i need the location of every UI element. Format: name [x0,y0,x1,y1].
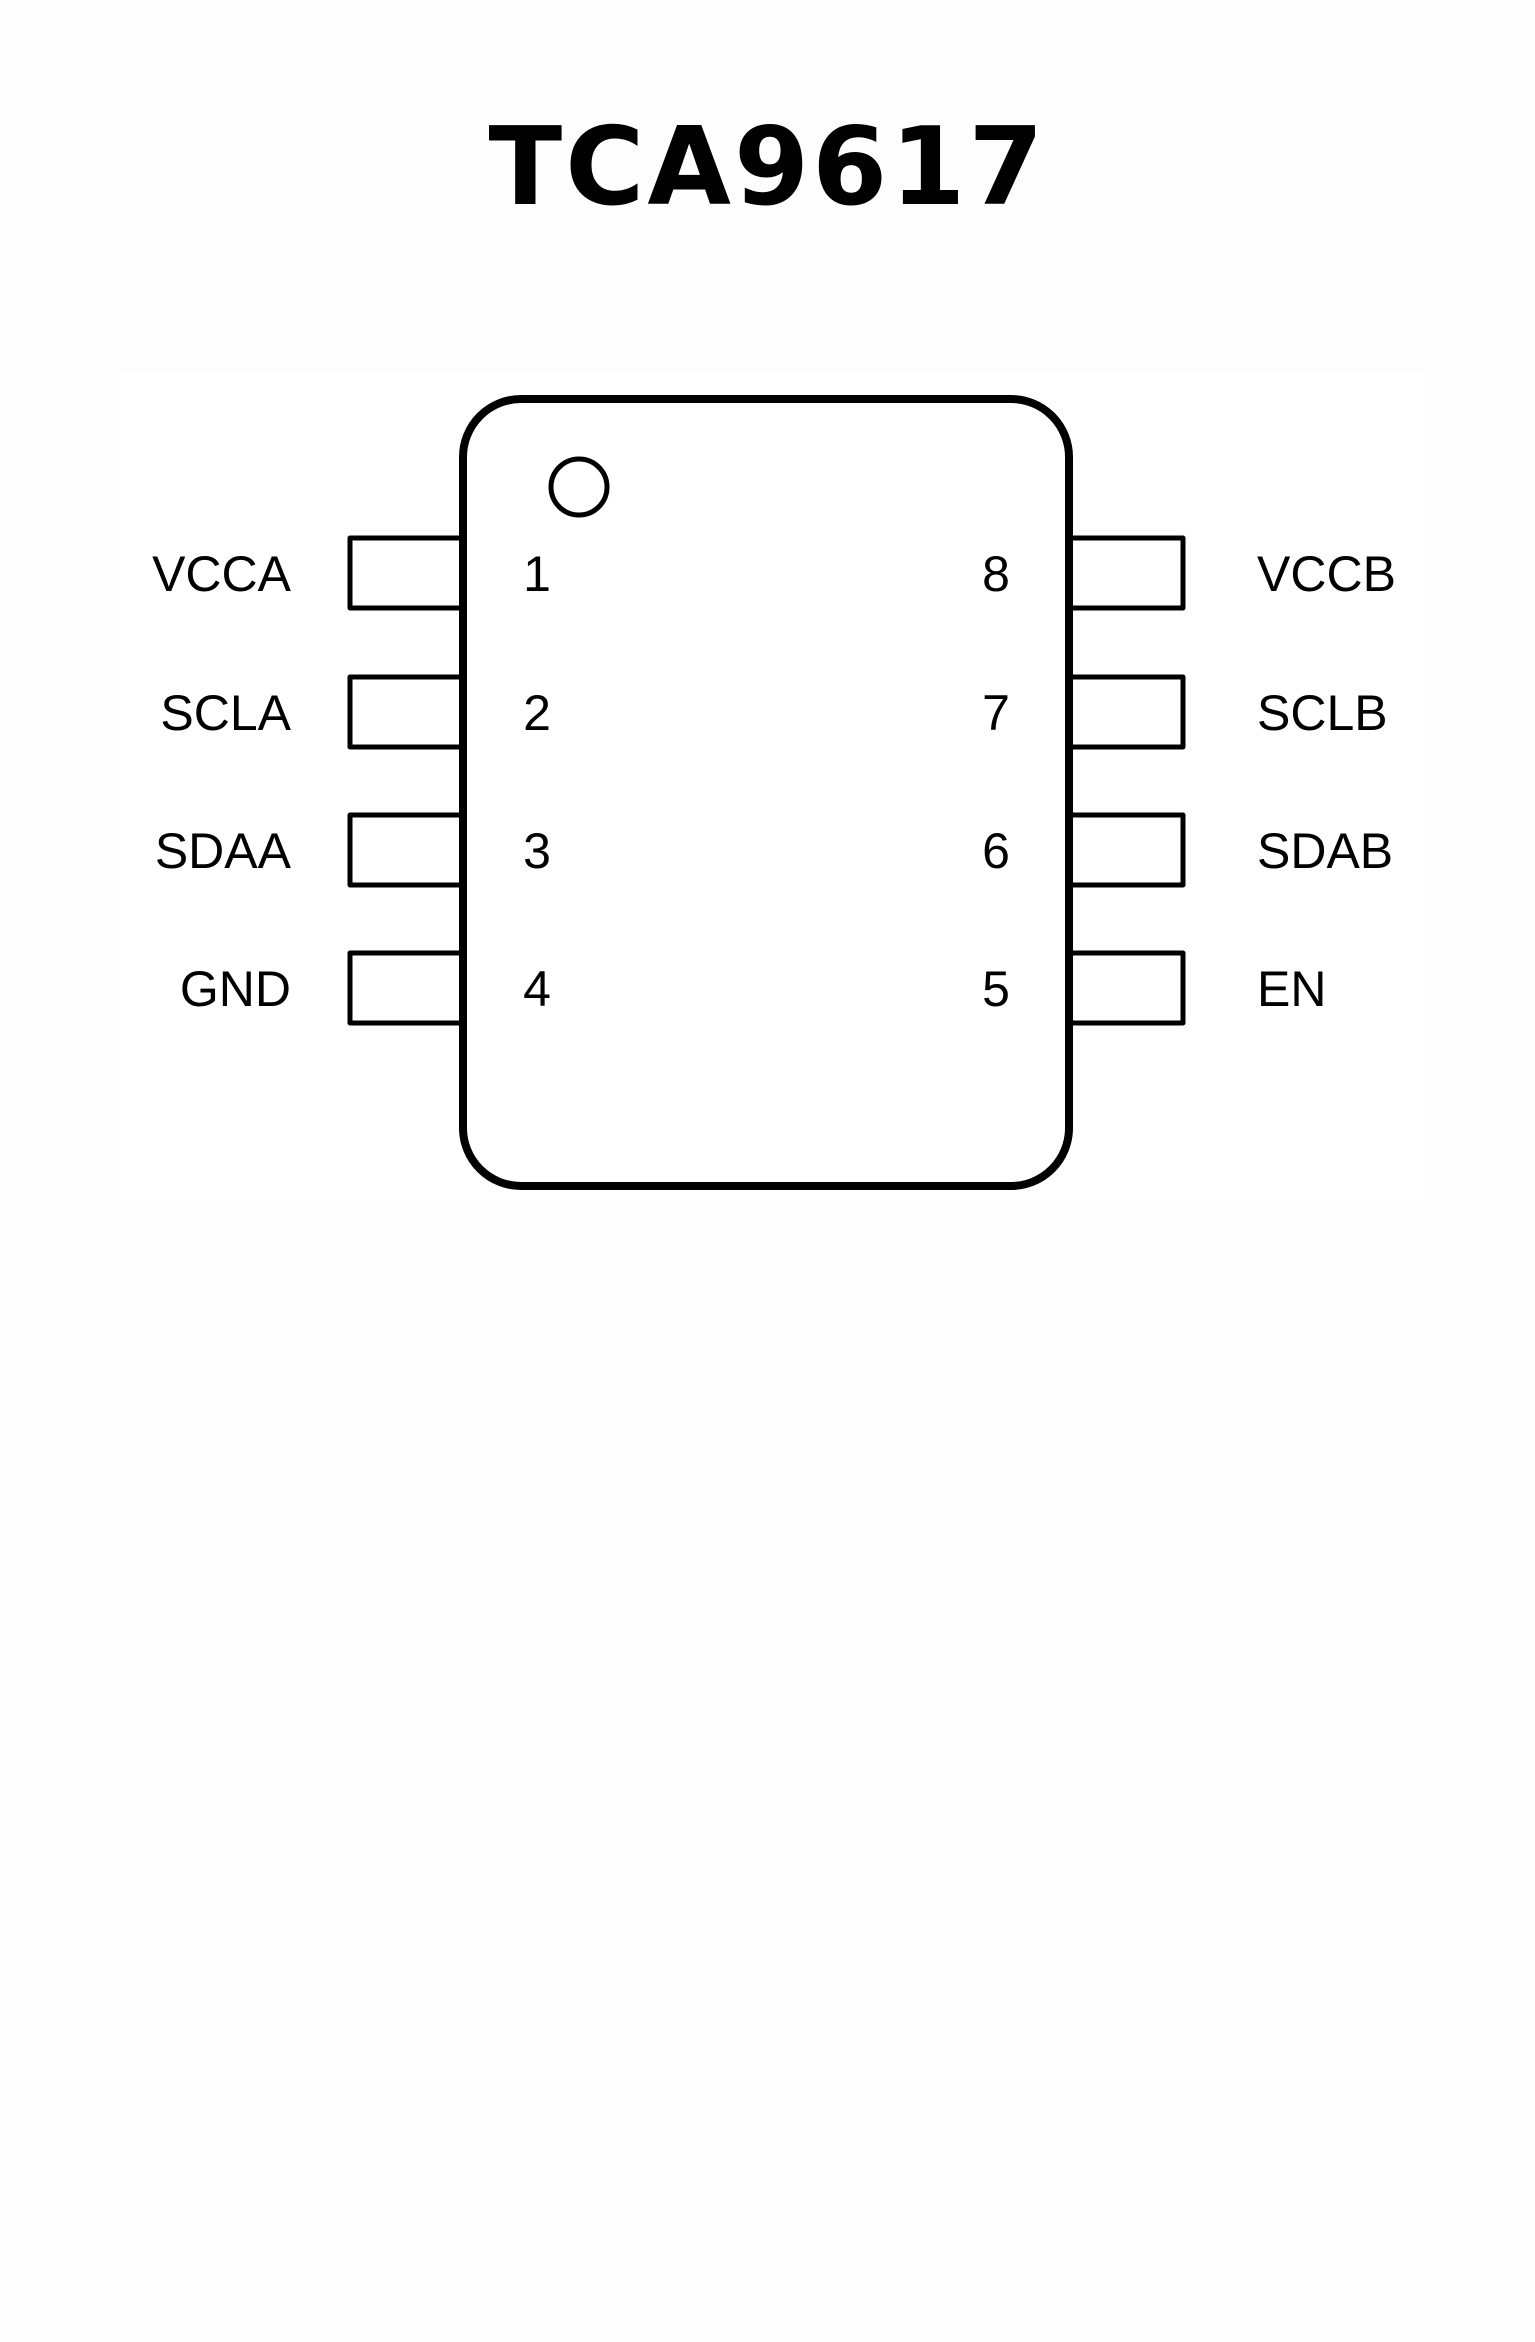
pin-lead [1069,950,1186,1026]
pin-name: SDAB [1257,823,1393,879]
pin-3: 3 SDAA [155,812,551,888]
pin-number: 7 [982,685,1010,741]
pin-number: 2 [523,685,551,741]
pin-lead [347,812,463,888]
pin-lead [347,950,463,1026]
pin-lead [1069,674,1186,750]
pin-name: SCLB [1257,685,1388,741]
pin-lead [347,674,463,750]
pin-4: 4 GND [180,950,551,1026]
pin-8: 8 VCCB [982,535,1396,611]
pin-7: 7 SCLB [982,674,1388,750]
pin-name: SCLA [160,685,291,741]
pin-number: 8 [982,546,1010,602]
pin-1: 1 VCCA [152,535,551,611]
pin-lead [347,535,463,611]
pin-name: VCCB [1257,546,1396,602]
pin-number: 5 [982,961,1010,1017]
pin-6: 6 SDAB [982,812,1393,888]
pin-lead [1069,812,1186,888]
pin-5: 5 EN [982,950,1326,1026]
chip-body [459,395,1073,1190]
pin1-marker [548,456,610,518]
pin-name: GND [180,961,291,1017]
pin-name: EN [1257,961,1326,1017]
pin-number: 4 [523,961,551,1017]
pin-name: SDAA [155,823,292,879]
pin-2: 2 SCLA [160,674,551,750]
pin-number: 3 [523,823,551,879]
pin-name: VCCA [152,546,292,602]
pin-number: 6 [982,823,1010,879]
pin-number: 1 [523,546,551,602]
pin-lead [1069,535,1186,611]
chip-title: TCA9617 [488,105,1047,230]
